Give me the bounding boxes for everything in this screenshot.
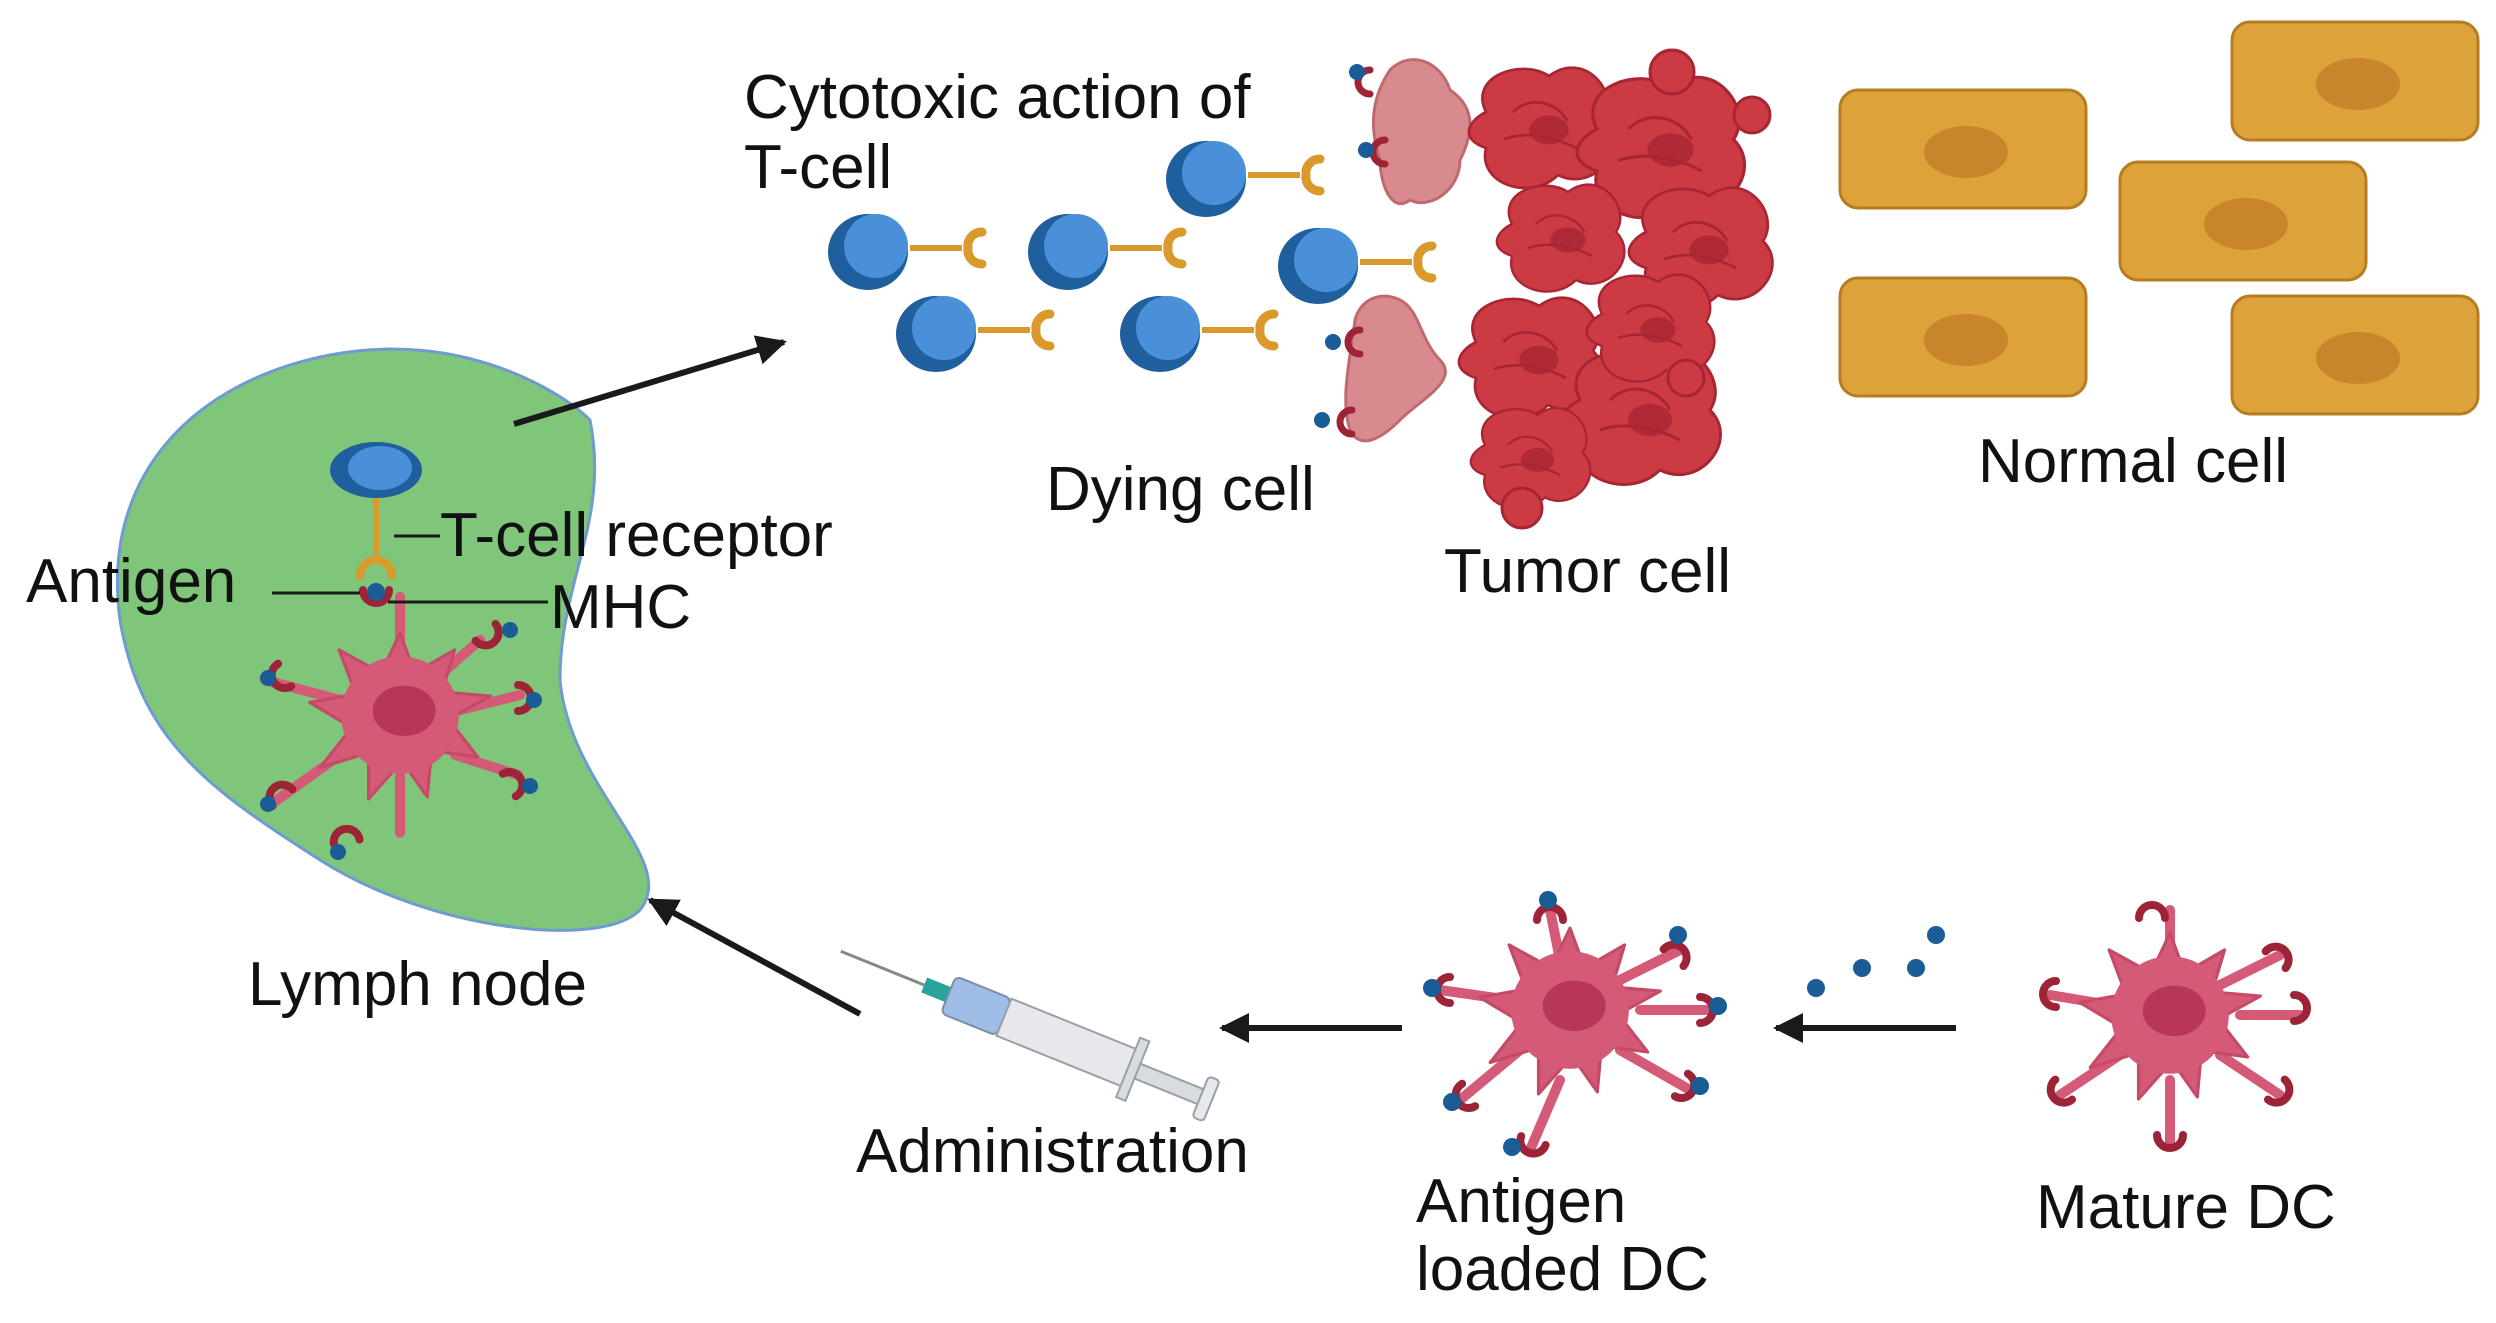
tumor-cell-icon xyxy=(1457,48,1774,530)
dendritic-cell-icon xyxy=(260,592,525,838)
normal-cell-icon xyxy=(1838,20,2480,416)
t-cell-group xyxy=(828,141,1432,372)
t-cell-icon xyxy=(1028,214,1182,290)
antigen-dot xyxy=(367,583,385,601)
t-cell-icon xyxy=(828,214,982,290)
label-mature-dc: Mature DC xyxy=(2036,1173,2336,1242)
antigen-loaded-receptors xyxy=(1423,891,1727,1157)
free-antigen-dots xyxy=(1807,926,1945,997)
dying-cell-icon xyxy=(1344,58,1472,443)
label-antigen-loaded-line2: loaded DC xyxy=(1416,1235,1709,1304)
dendritic-cell-icon xyxy=(1435,905,1715,1155)
lymph-node-icon xyxy=(115,347,651,932)
dc-receptors-ln xyxy=(260,583,542,860)
t-cell-icon xyxy=(330,442,422,498)
label-antigen-loaded-line1: Antigen xyxy=(1416,1167,1626,1236)
label-t-cell-receptor: T-cell receptor xyxy=(440,501,833,570)
t-cell-icon xyxy=(896,296,1050,372)
label-cytotoxic-line2: T-cell xyxy=(744,133,892,202)
syringe-icon xyxy=(840,949,1220,1122)
dendritic-cell-icon xyxy=(2045,905,2305,1150)
label-administration: Administration xyxy=(856,1117,1249,1186)
arrow-icon xyxy=(513,335,787,427)
label-dying-cell: Dying cell xyxy=(1046,455,1315,524)
t-cell-icon xyxy=(1166,141,1320,217)
label-cytotoxic-line1: Cytotoxic action of xyxy=(744,63,1251,132)
dying-cell-receptors xyxy=(1314,64,1389,438)
t-cell-receptor-icon xyxy=(356,556,396,580)
t-cell-icon xyxy=(1120,296,1274,372)
arrow-icon xyxy=(647,897,862,1017)
label-antigen: Antigen xyxy=(26,547,236,616)
label-mhc: MHC xyxy=(550,573,691,642)
t-cell-icon xyxy=(1278,228,1432,304)
label-lymph-node: Lymph node xyxy=(248,950,587,1019)
label-normal-cell: Normal cell xyxy=(1978,427,2288,496)
label-tumor-cell: Tumor cell xyxy=(1444,537,1731,606)
